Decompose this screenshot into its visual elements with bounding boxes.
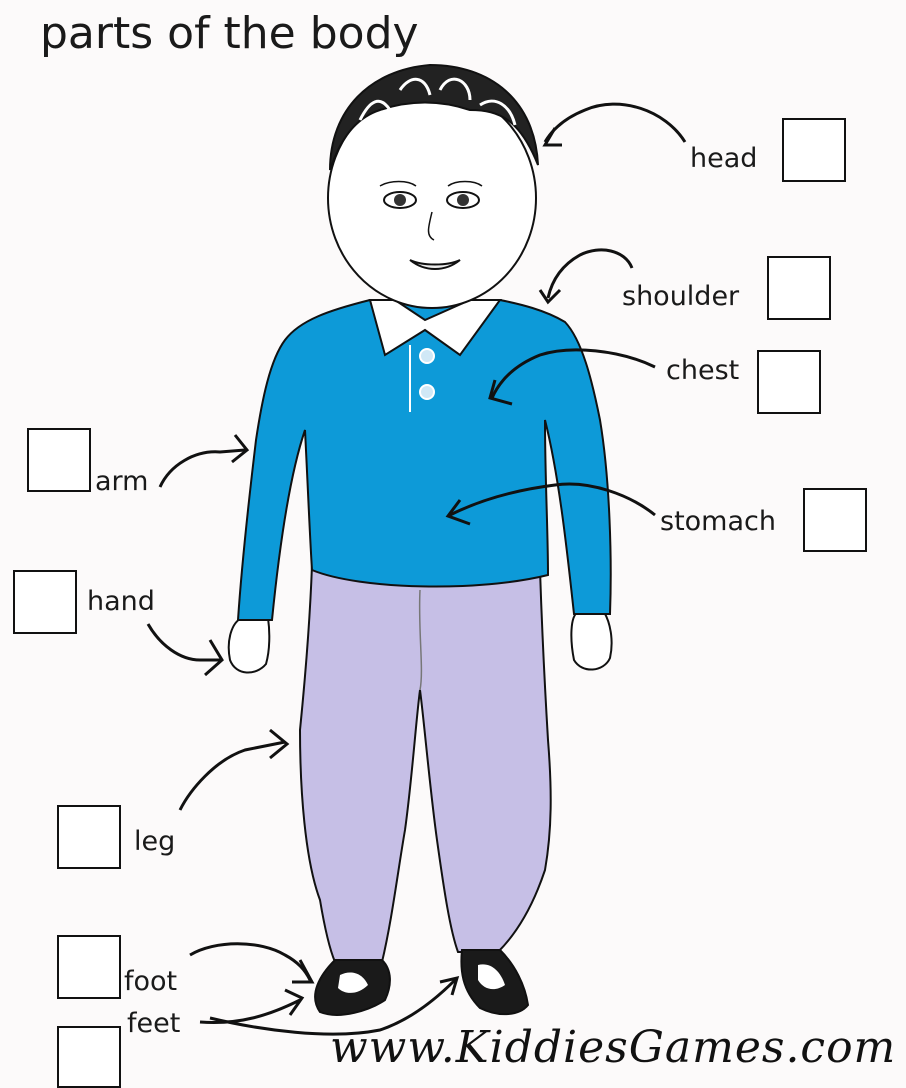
label-shoulder: shoulder [622, 283, 739, 310]
shoes [315, 950, 528, 1015]
checkbox-chest[interactable] [757, 350, 821, 414]
shirt [238, 300, 611, 620]
label-arm: arm [95, 468, 148, 495]
pants [300, 565, 551, 962]
checkbox-leg[interactable] [57, 805, 121, 869]
label-feet: feet [127, 1010, 180, 1037]
checkbox-hand[interactable] [13, 570, 77, 634]
website-watermark: www.KiddiesGames.com [330, 1022, 896, 1073]
label-stomach: stomach [660, 508, 776, 535]
checkbox-head[interactable] [782, 118, 846, 182]
label-chest: chest [666, 357, 739, 384]
checkbox-arm[interactable] [27, 428, 91, 492]
checkbox-feet[interactable] [57, 1026, 121, 1088]
label-hand: hand [87, 588, 155, 615]
checkbox-shoulder[interactable] [767, 256, 831, 320]
checkbox-foot[interactable] [57, 935, 121, 999]
label-leg: leg [134, 828, 175, 855]
label-foot: foot [124, 968, 177, 995]
page-title: parts of the body [40, 8, 419, 59]
head-drawing [328, 65, 538, 308]
checkbox-stomach[interactable] [803, 488, 867, 552]
label-head: head [690, 145, 757, 172]
